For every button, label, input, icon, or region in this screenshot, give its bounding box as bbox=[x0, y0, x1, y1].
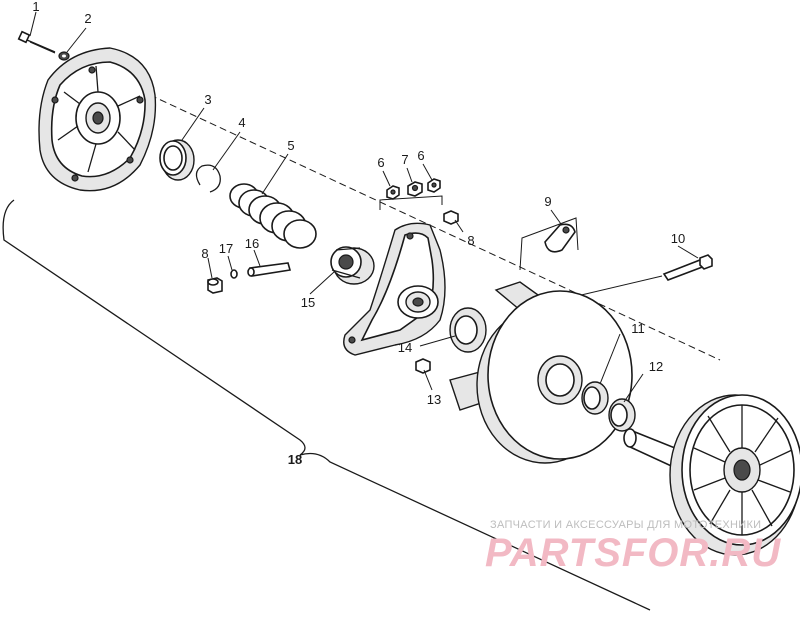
callout-14: 14 bbox=[398, 340, 412, 355]
spring-part bbox=[229, 183, 317, 249]
callout-7: 7 bbox=[401, 152, 408, 167]
sheave-bushing-part bbox=[581, 381, 609, 415]
watermark-tagline: ЗАПЧАСТИ И АКСЕССУАРЫ ДЛЯ МОТОТЕХНИКИ bbox=[490, 519, 762, 531]
callout-4: 4 bbox=[238, 115, 245, 130]
nut-group-part bbox=[379, 178, 443, 210]
callout-8-left: 8 bbox=[201, 246, 208, 261]
watermark-brand: PARTSFOR.RU bbox=[485, 531, 782, 575]
callout-1: 1 bbox=[32, 0, 39, 14]
callout-labels: 1 2 3 4 5 6 7 6 8 9 10 8 17 16 15 11 14 … bbox=[32, 0, 685, 467]
shaft-washer-part bbox=[608, 398, 636, 432]
cap-nut-part bbox=[207, 277, 223, 294]
callout-12: 12 bbox=[649, 359, 663, 374]
assembly-axis bbox=[149, 94, 721, 361]
assembly-bracket bbox=[2, 199, 651, 611]
nut-top-part bbox=[443, 210, 459, 225]
callout-6-right: 6 bbox=[417, 148, 424, 163]
callout-11: 11 bbox=[631, 321, 645, 336]
callout-5: 5 bbox=[287, 138, 294, 153]
washer-part bbox=[58, 51, 70, 61]
pin-part bbox=[247, 262, 292, 277]
callout-9: 9 bbox=[544, 194, 551, 209]
callout-8-right: 8 bbox=[467, 233, 474, 248]
callout-17: 17 bbox=[219, 241, 233, 256]
spider-arm-part bbox=[343, 222, 446, 356]
callout-10: 10 bbox=[671, 231, 685, 246]
callout-6-left: 6 bbox=[377, 155, 384, 170]
callout-13: 13 bbox=[427, 392, 441, 407]
moveable-sheave-part bbox=[449, 281, 633, 464]
long-bolt-part bbox=[662, 254, 713, 281]
small-nut-part bbox=[415, 358, 431, 374]
leader-lines bbox=[29, 11, 699, 403]
clip-bracket-part bbox=[519, 217, 579, 271]
callout-3: 3 bbox=[204, 92, 211, 107]
small-ring-part bbox=[230, 269, 238, 279]
bolt-part bbox=[17, 30, 56, 54]
snap-ring-part bbox=[195, 164, 221, 193]
callout-2: 2 bbox=[84, 11, 91, 26]
roller-bushing-part bbox=[330, 246, 375, 285]
o-ring-part bbox=[449, 307, 487, 353]
bushing-ring-part bbox=[159, 139, 195, 181]
cover-housing bbox=[38, 47, 157, 192]
callout-15: 15 bbox=[301, 295, 315, 310]
callout-16: 16 bbox=[245, 236, 259, 251]
fixed-sheave-part bbox=[623, 394, 800, 556]
callout-18: 18 bbox=[288, 452, 302, 467]
